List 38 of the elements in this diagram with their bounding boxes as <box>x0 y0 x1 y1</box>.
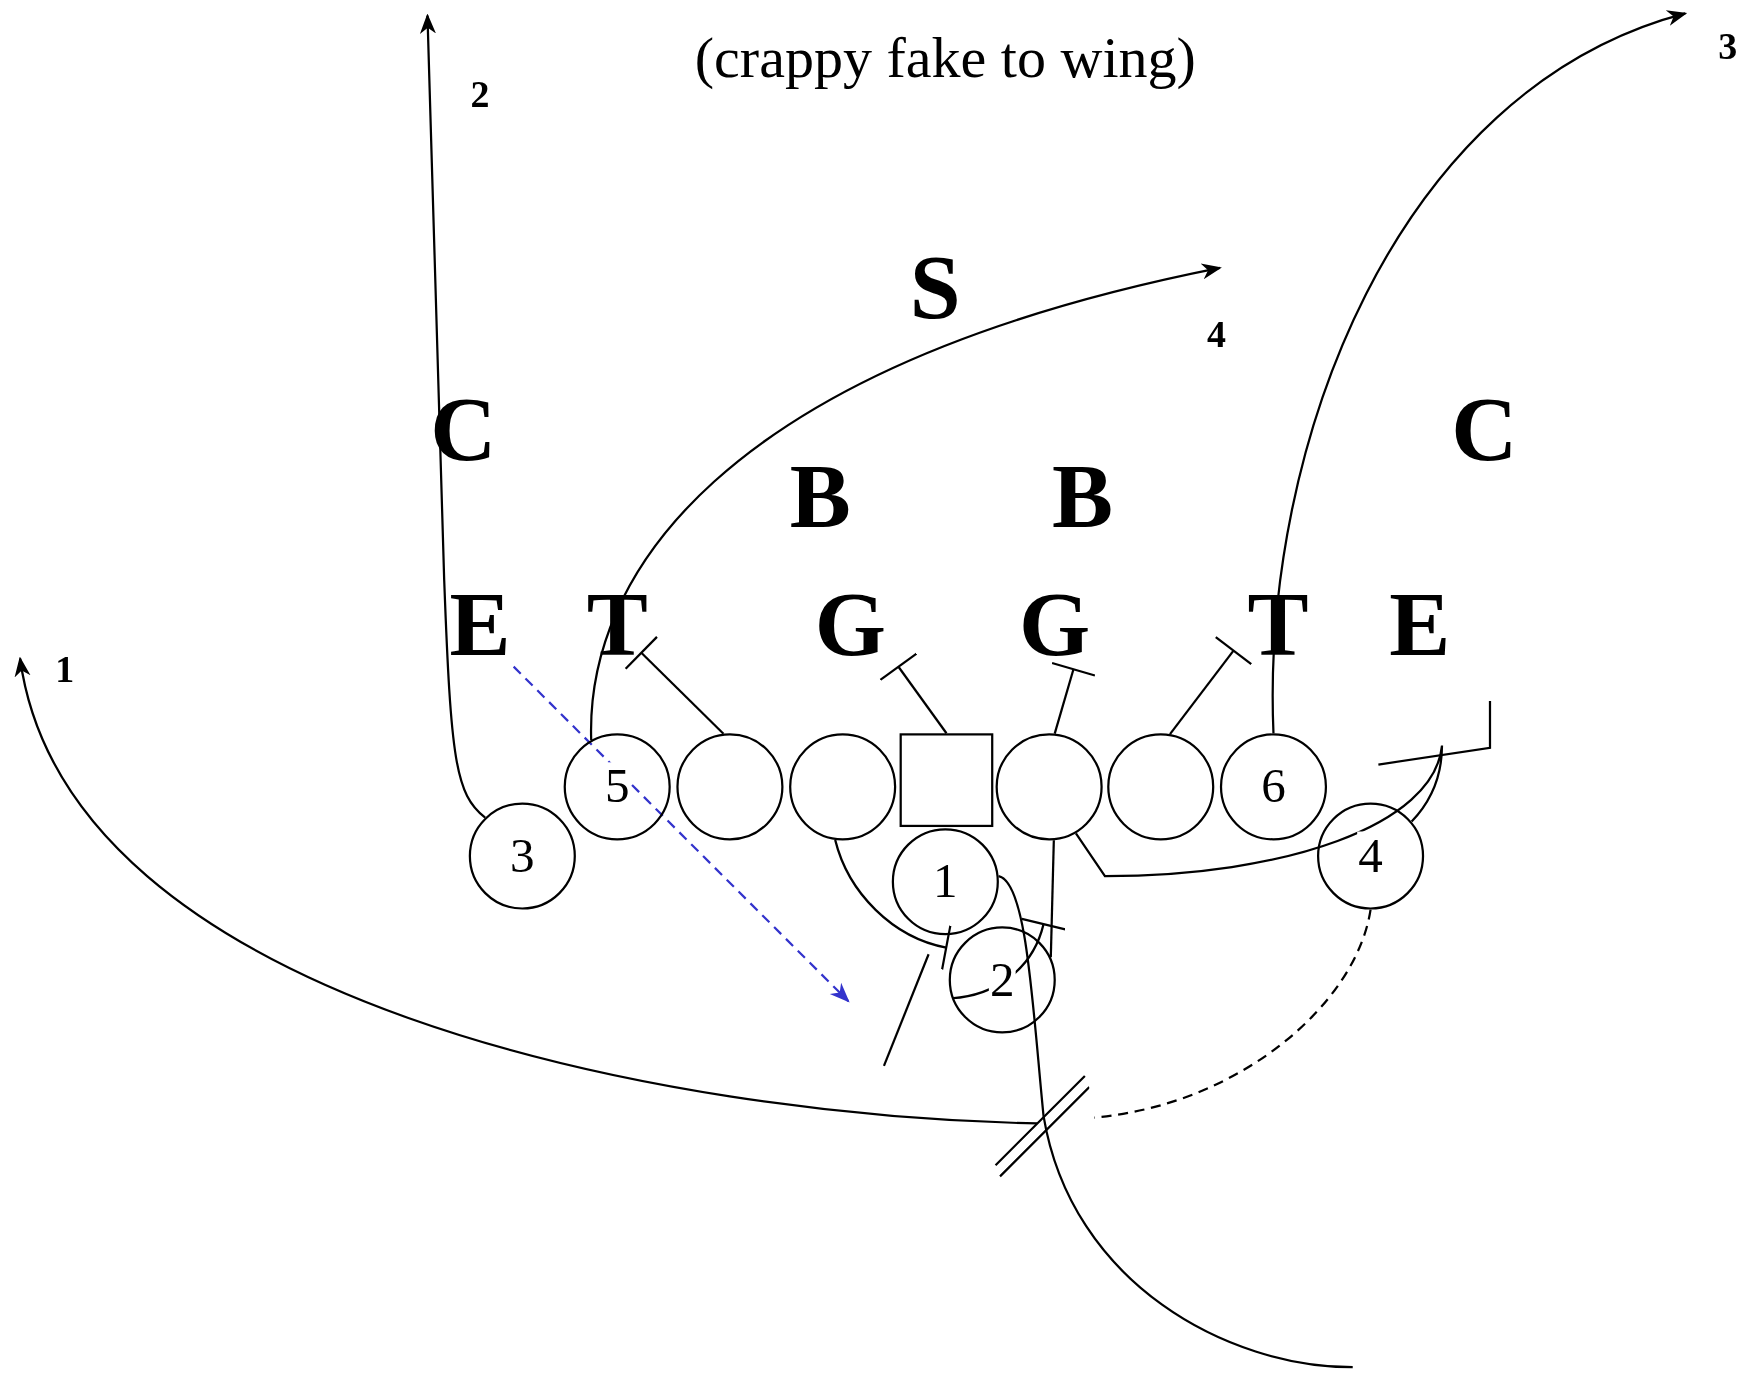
route-line <box>1049 840 1055 958</box>
block-line <box>1169 636 1253 735</box>
defender-letter: G <box>1019 579 1091 671</box>
block-line <box>1050 661 1096 734</box>
route-arrow <box>17 656 1038 1125</box>
route-number: 4 <box>1207 315 1227 354</box>
route-arrow <box>590 264 1222 740</box>
player-circle: 6 <box>1219 733 1328 841</box>
defender-letter: B <box>1052 450 1114 543</box>
defender-letter: E <box>1389 579 1451 671</box>
route-arrow <box>512 665 850 1003</box>
defender-letter: S <box>909 242 961 334</box>
player-circle <box>1107 733 1215 841</box>
route-arrow <box>419 13 486 819</box>
player-circle: 5 <box>563 733 671 841</box>
player-circle <box>789 733 897 841</box>
player-circle: 1 <box>891 828 999 936</box>
route-line <box>1075 744 1444 878</box>
player-circle: 3 <box>468 802 576 910</box>
defender-letter: E <box>449 579 511 671</box>
player-circle: 4 <box>1317 802 1425 910</box>
title: (crappy fake to wing) <box>694 29 1196 88</box>
route-number: 3 <box>1718 27 1738 66</box>
defender-letter: B <box>789 450 851 543</box>
defender-letter: G <box>814 579 887 671</box>
player-circle: 2 <box>948 926 1056 1034</box>
player-circle <box>995 733 1103 841</box>
center-square <box>899 733 994 828</box>
player-circle <box>676 733 784 841</box>
route-number: 1 <box>55 650 75 689</box>
defender-letter: C <box>1451 383 1518 476</box>
route-number: 2 <box>470 75 490 114</box>
block-line <box>879 652 948 734</box>
route-line <box>998 875 1353 1369</box>
route-line <box>1094 909 1372 1119</box>
route-arrow <box>1272 11 1688 734</box>
block-line <box>624 635 725 735</box>
block-line <box>834 839 953 971</box>
